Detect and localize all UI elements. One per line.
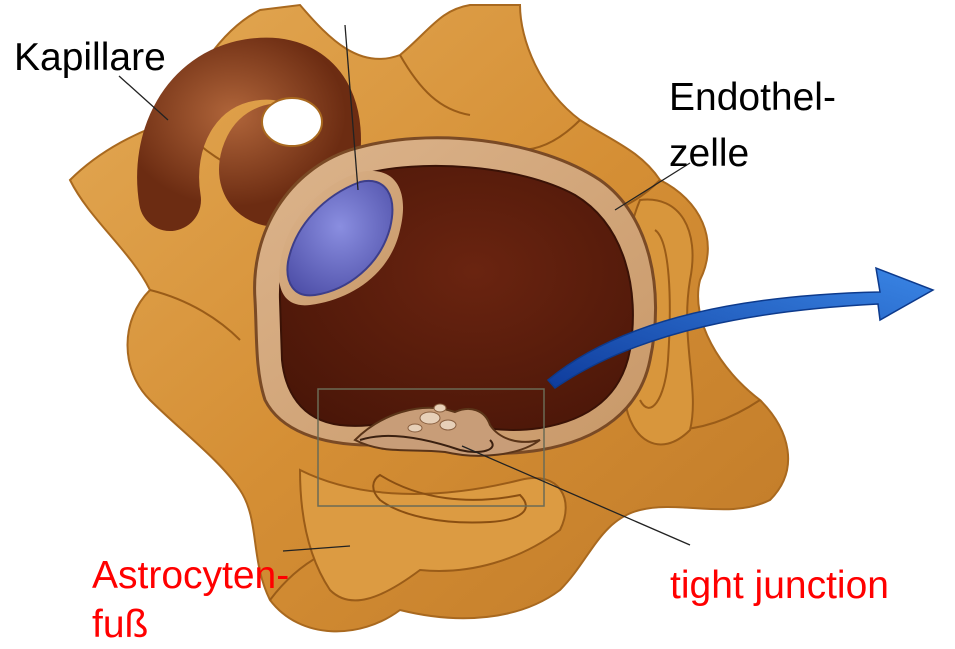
label-endothelzelle-line2: zelle — [669, 134, 749, 173]
label-kapillare: Kapillare — [14, 38, 166, 77]
capillary-cross-section — [255, 138, 656, 456]
label-tight-junction: tight junction — [670, 566, 889, 605]
label-endothelzelle-line1: Endothel- — [669, 78, 836, 117]
label-astrocytenfuss-line1: Astrocyten- — [92, 556, 289, 595]
label-astrocytenfuss-line2: fuß — [92, 605, 148, 644]
